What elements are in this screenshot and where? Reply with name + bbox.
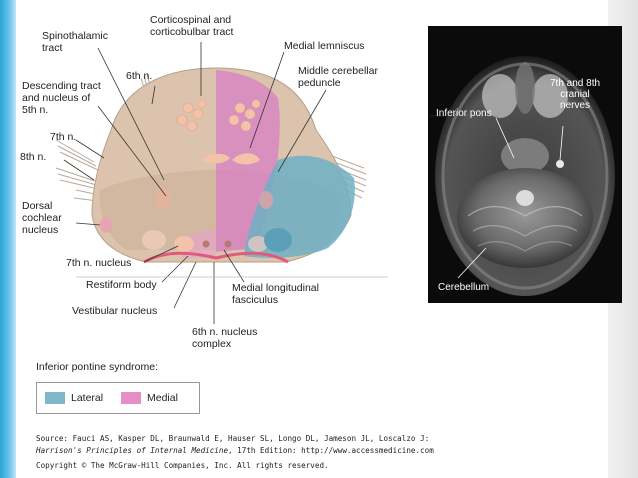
restiform-body: [142, 230, 166, 250]
label-spinothalamic: Spinothalamic tract: [42, 30, 108, 54]
corticospinal-right: [228, 99, 261, 132]
spinal-trigeminal-nucleus: [155, 188, 171, 208]
facial-nucleus: [174, 236, 194, 252]
label-medial-longitudinal-fasciculus: Medial longitudinal fasciculus: [232, 282, 319, 306]
mri-label-cranial-nerves: 7th and 8th cranial nerves: [550, 78, 601, 111]
abducens-nucleus-right: [224, 240, 232, 248]
mri-label-inferior-pons: Inferior pons: [436, 108, 492, 119]
facial-nucleus-right: [248, 236, 268, 252]
spinal-trigeminal-nucleus-right: [259, 191, 273, 209]
mri-scan-drawing: [430, 56, 615, 296]
slide-content: Spinothalamic tract Corticospinal and co…: [16, 0, 622, 478]
legend-label-lateral: Lateral: [71, 392, 104, 404]
legend-swatch-lateral: [45, 392, 65, 404]
medial-territory-low: [181, 230, 216, 258]
label-sixth-nerve-nucleus-complex: 6th n. nucleus complex: [192, 326, 258, 350]
legend-swatch-medial: [121, 392, 141, 404]
citation-book-title: Harrison's Principles of Internal Medici…: [36, 446, 229, 455]
label-descending-tract: Descending tract and nucleus of 5th n.: [22, 80, 101, 116]
label-facial-nucleus: 7th n. nucleus: [66, 257, 132, 269]
dorsal-cochlear-nucleus: [100, 217, 112, 233]
left-accent-bar: [0, 0, 22, 478]
pons-cross-section: [55, 42, 388, 324]
legend-box: Lateral Medial: [36, 382, 200, 414]
label-seventh-nerve: 7th n.: [50, 131, 77, 143]
citation-copyright: Copyright © The McGraw-Hill Companies, I…: [36, 461, 329, 470]
label-eighth-nerve: 8th n.: [20, 151, 47, 163]
leader-lines: [63, 42, 327, 324]
fourth-ventricle-floor: [143, 251, 289, 264]
label-restiform-body: Restiform body: [86, 279, 157, 291]
mri-label-cerebellum: Cerebellum: [438, 282, 490, 293]
citation-book-rest: , 17th Edition: http://www.accessmedicin…: [228, 446, 434, 455]
label-middle-cerebellar-peduncle: Middle cerebellar peduncle: [298, 65, 378, 89]
mri-axial-image: Inferior pons 7th and 8th cranial nerves…: [428, 26, 622, 303]
legend-title: Inferior pontine syndrome:: [36, 361, 158, 373]
label-vestibular-nucleus: Vestibular nucleus: [72, 305, 158, 317]
medial-lemniscus-left: [201, 153, 230, 164]
label-medial-lemniscus: Medial lemniscus: [284, 40, 365, 52]
abducens-nucleus-left: [202, 240, 210, 248]
citation-book: Harrison's Principles of Internal Medici…: [36, 446, 434, 455]
label-sixth-nerve: 6th n.: [126, 70, 153, 82]
label-dorsal-cochlear-nucleus: Dorsal cochlear nucleus: [22, 200, 62, 236]
legend-label-medial: Medial: [147, 392, 178, 404]
medial-lemniscus-right: [232, 153, 260, 165]
citation-source: Source: Fauci AS, Kasper DL, Braunwald E…: [36, 434, 430, 443]
vestibular-nucleus-right: [264, 228, 292, 252]
label-corticospinal: Corticospinal and corticobulbar tract: [150, 14, 234, 38]
corticospinal-left: [176, 99, 207, 132]
